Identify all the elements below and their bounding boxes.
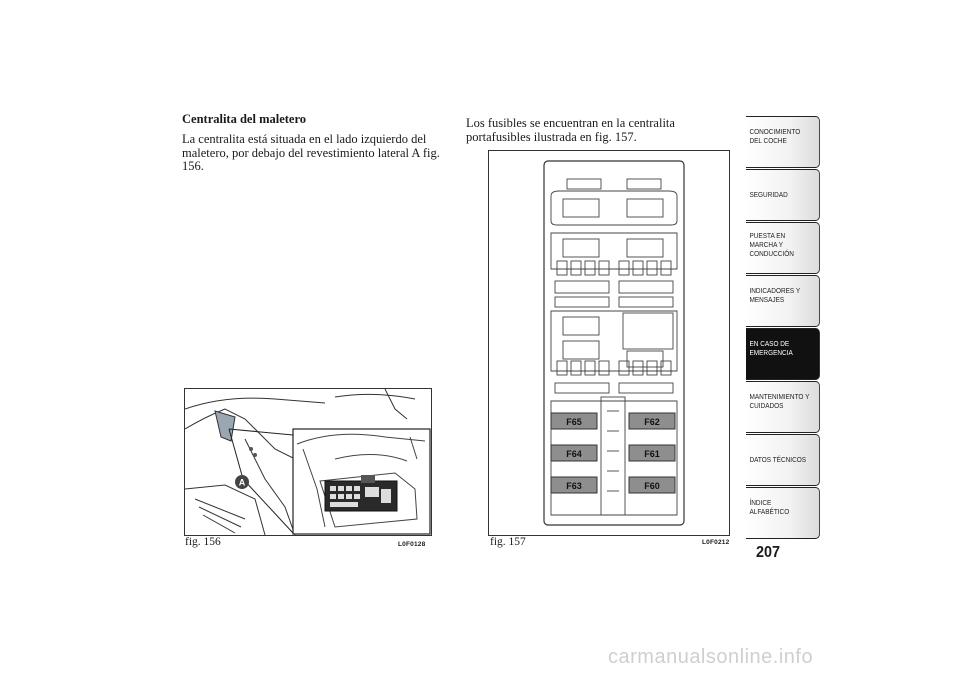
figure-156-code: L0F0128 [398,541,426,548]
figure-157-code: L0F0212 [702,539,730,546]
tab-puesta-en-marcha[interactable]: PUESTA EN MARCHA Y CONDUCCIÓN [746,222,820,274]
tab-conocimiento-del-coche[interactable]: CONOCIMIENTO DEL COCHE [746,116,820,168]
watermark: carmanualsonline.info [608,646,814,668]
fuse-box-inset [324,475,398,512]
fuse-F61: F61 [628,444,676,462]
figure-157-fuse-box-diagram: F65 F64 F63 F62 F61 F60 [488,150,730,536]
section-heading: Centralita del maletero [182,112,307,126]
marker-a: A [239,478,246,488]
page-number: 207 [756,544,781,561]
figure-156-caption: fig. 156 [185,536,221,548]
trunk-drawing: A [185,389,431,535]
tab-seguridad[interactable]: SEGURIDAD [746,169,820,221]
tab-indicadores-y-mensajes[interactable]: INDICADORES Y MENSAJES [746,275,820,327]
tab-mantenimiento-y-cuidados[interactable]: MANTENIMIENTO Y CUIDADOS [746,381,820,433]
fuse-box-drawing: F65 F64 F63 F62 F61 F60 [543,160,685,526]
fuse-F65: F65 [550,412,598,430]
right-column: Los fusibles se encuentran en la central… [466,116,736,144]
figure-157-caption: fig. 157 [490,536,526,548]
left-column: Centralita del maletero La centralita es… [182,112,452,174]
tab-datos-tecnicos[interactable]: DATOS TÉCNICOS [746,434,820,486]
svg-text:F60: F60 [644,481,660,491]
svg-text:F64: F64 [566,449,582,459]
svg-text:F61: F61 [644,449,660,459]
intro-paragraph: La centralita está situada en el lado iz… [182,132,440,173]
fuse-F62: F62 [628,412,676,430]
svg-text:F65: F65 [566,417,582,427]
fuse-paragraph: Los fusibles se encuentran en la central… [466,116,675,144]
svg-text:F63: F63 [566,481,582,491]
tab-en-caso-de-emergencia[interactable]: EN CASO DE EMERGENCIA [746,328,820,380]
fuse-F63: F63 [550,476,598,494]
svg-text:F62: F62 [644,417,660,427]
chapter-sidebar: CONOCIMIENTO DEL COCHE SEGURIDAD PUESTA … [746,116,820,540]
figure-156-trunk-illustration: A [184,388,432,536]
fuse-F64: F64 [550,444,598,462]
fuse-F60: F60 [628,476,676,494]
tab-indice-alfabetico[interactable]: ÍNDICE ALFABÉTICO [746,487,820,539]
